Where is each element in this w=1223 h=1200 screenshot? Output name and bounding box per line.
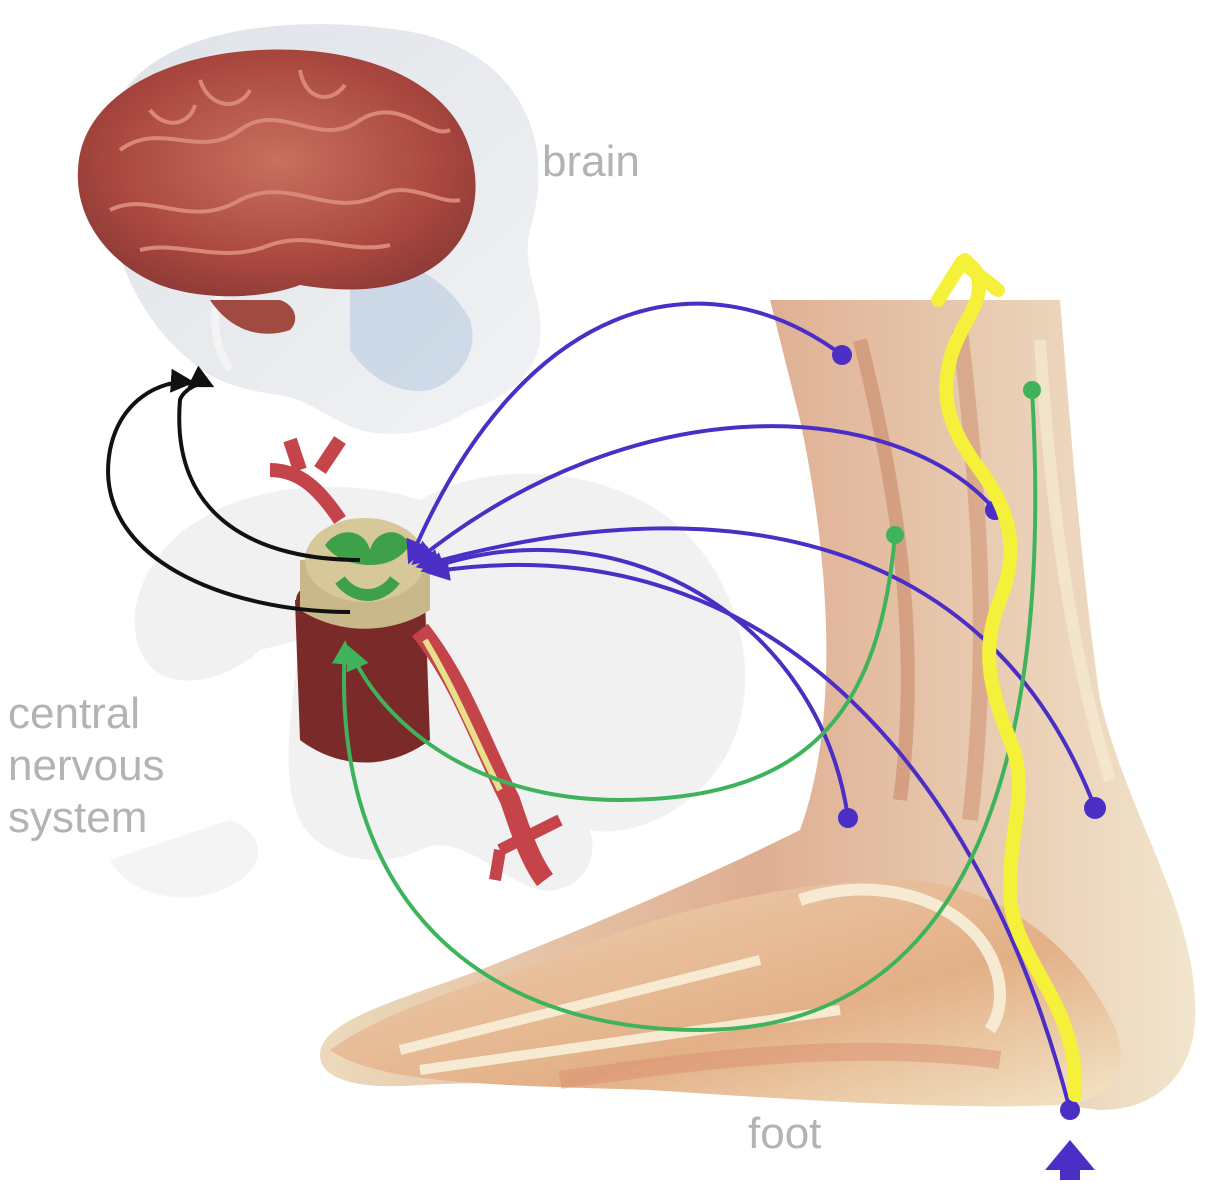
brain-illustration	[77, 49, 476, 334]
arrow-up-icon	[1045, 1140, 1095, 1180]
brain-label: brain	[542, 137, 640, 186]
motor-endpoints	[832, 345, 1106, 1120]
cns-label-line-3: system	[8, 793, 148, 842]
cns-label-line-1: central	[8, 689, 141, 738]
sensory-endpoints	[886, 381, 1041, 544]
foot-label: foot	[748, 1109, 822, 1158]
vertebra-icon	[110, 473, 746, 898]
ascending-signal-path	[939, 253, 1083, 1102]
cns-label-line-2: nervous	[8, 741, 165, 790]
sensory-pathways	[331, 389, 1038, 1033]
motor-pathways	[406, 301, 1097, 1111]
leg-foot-anatomy-icon	[320, 300, 1196, 1110]
central-nervous-system-label: central nervous system	[8, 688, 165, 844]
ascending-signal-arrowhead	[931, 255, 1005, 307]
brain-pathways	[106, 365, 361, 614]
